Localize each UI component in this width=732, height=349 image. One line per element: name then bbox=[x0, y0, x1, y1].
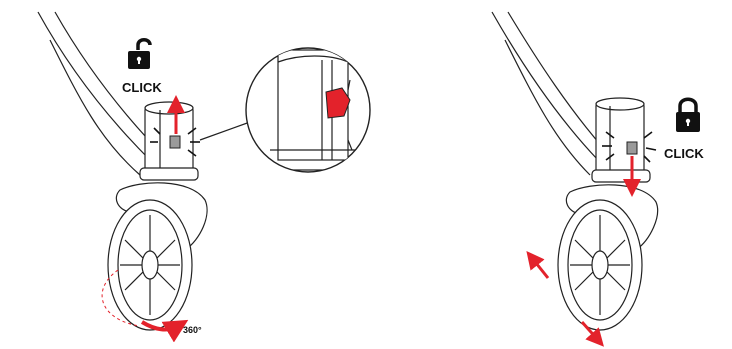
zoom-red-button bbox=[325, 87, 351, 119]
left-click-burst bbox=[150, 127, 200, 157]
zoom-leader-line bbox=[199, 121, 251, 141]
right-lock-button bbox=[626, 141, 638, 155]
locked-padlock-icon bbox=[676, 97, 700, 132]
swivel-arrow-up-left bbox=[526, 250, 550, 279]
rotation-dashed-arc bbox=[101, 269, 141, 327]
rotation-arrow bbox=[140, 319, 189, 343]
unlocked-padlock-icon bbox=[128, 38, 152, 69]
left-click-label: CLICK bbox=[122, 80, 162, 95]
left-wheel-assembly bbox=[37, 11, 208, 331]
right-click-burst bbox=[602, 131, 657, 163]
right-wheel-assembly bbox=[491, 11, 659, 331]
zoom-detail-content bbox=[270, 49, 361, 171]
rotation-label: 360° bbox=[183, 325, 202, 335]
right-click-label: CLICK bbox=[664, 146, 704, 161]
swivel-arrow-down-right bbox=[580, 321, 604, 347]
left-lock-button bbox=[169, 135, 181, 149]
